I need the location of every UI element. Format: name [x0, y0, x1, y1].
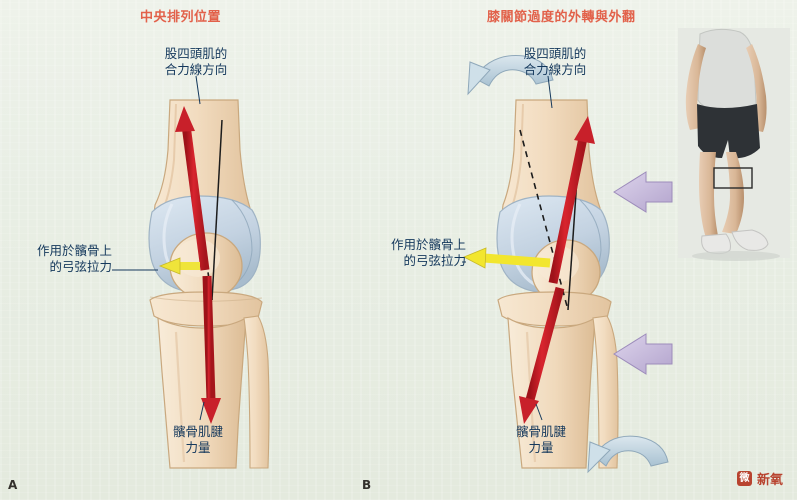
- panel-b-letter: B: [362, 478, 372, 492]
- bowstring-arrow-a: [158, 257, 200, 275]
- watermark-badge-icon: 微: [736, 471, 752, 486]
- valgus-arrow-upper: [613, 171, 673, 213]
- panel-a-knee: [112, 75, 270, 469]
- quad-force-arrow-b: [548, 116, 595, 284]
- panel-b-title: 膝關節過度的外轉與外翻: [487, 10, 636, 25]
- bowstring-arrow-b: [463, 247, 551, 269]
- femoral-rotation-arrow: [467, 54, 554, 96]
- annotation-a-bowstring-force: 作用於髕骨上 的弓弦拉力: [36, 243, 112, 274]
- annotation-b-bowstring-force: 作用於髕骨上 的弓弦拉力: [390, 237, 466, 268]
- panel-b-knee: [462, 54, 673, 474]
- annotation-a-quadriceps-line-of-force: 股四頭肌的 合力線方向: [164, 46, 228, 77]
- photo-inset-standing-leg: [678, 28, 790, 261]
- panel-a-letter: A: [8, 478, 18, 492]
- valgus-arrow-lower: [613, 333, 673, 375]
- tendon-force-arrow-a: [201, 275, 221, 424]
- annotation-a-patellar-tendon-force: 髕骨肌腱 力量: [172, 424, 223, 455]
- watermark: 微 新氧: [736, 469, 783, 488]
- watermark-label: 新氧: [756, 473, 783, 488]
- annotation-b-patellar-tendon-force: 髕骨肌腱 力量: [515, 424, 566, 455]
- panel-a-title: 中央排列位置: [140, 10, 222, 25]
- tendon-force-arrow-b: [519, 286, 565, 424]
- quad-force-arrow-a: [175, 106, 210, 271]
- tibial-rotation-arrow: [587, 435, 669, 474]
- annotation-b-quadriceps-line-of-force: 股四頭肌的 合力線方向: [523, 46, 587, 77]
